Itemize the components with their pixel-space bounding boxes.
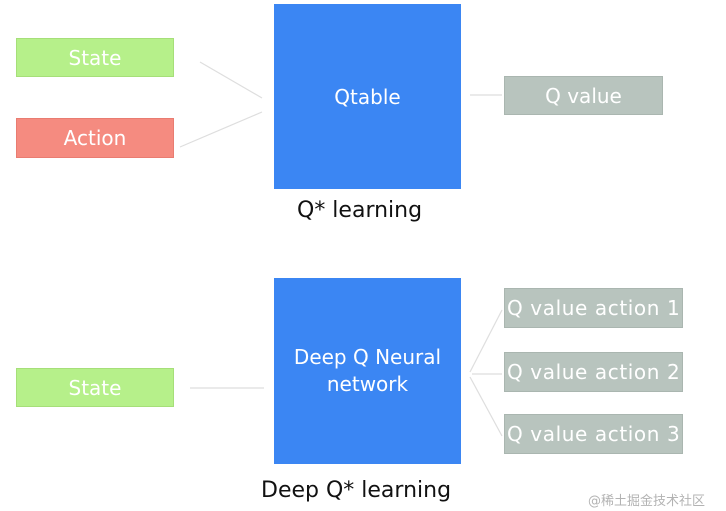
- network-label-line-2: network: [326, 372, 409, 396]
- qvalue-action-3-box: Q value action 3: [504, 414, 683, 454]
- network-to-action1-line: [469, 309, 503, 373]
- qvalue-action-2-box: Q value action 2: [504, 352, 683, 392]
- top-state-box: State: [16, 38, 174, 77]
- bottom-state-box: State: [16, 368, 174, 407]
- network-to-action3-line: [469, 376, 503, 437]
- network-label-line-1: Deep Q Neural: [293, 345, 442, 369]
- deep-q-network-box: Deep Q Neural network: [274, 278, 461, 464]
- top-caption: Q* learning: [297, 198, 423, 223]
- top-action-box: Action: [16, 118, 174, 158]
- qtable-box: Qtable: [274, 4, 461, 189]
- watermark: @稀土掘金技术社区: [588, 494, 706, 509]
- action-to-qtable-line: [179, 111, 263, 148]
- qvalue-action-1-box: Q value action 1: [504, 288, 683, 328]
- bottom-caption: Deep Q* learning: [261, 478, 452, 503]
- state-to-qtable-line: [199, 61, 263, 99]
- top-qvalue-box: Q value: [504, 76, 663, 115]
